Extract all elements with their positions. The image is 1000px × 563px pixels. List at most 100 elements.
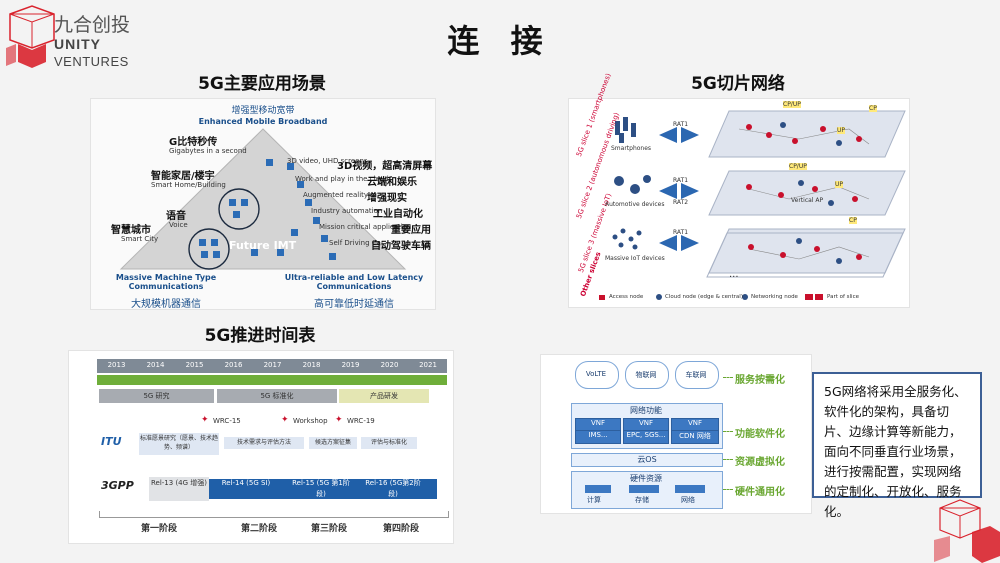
right-item-5: 重要应用 — [391, 225, 431, 236]
right-item-5-en: Mission critical application — [319, 223, 412, 231]
itu-step-4: 评估与标准化 — [361, 437, 417, 449]
left-item-2: 智能家居/楼宇 — [151, 171, 215, 182]
hw-network-icon — [675, 485, 705, 493]
right-item-2: 云端和娱乐 — [367, 177, 417, 188]
green-band — [97, 375, 447, 385]
rat2-b: RAT2 — [673, 199, 689, 206]
service-cloud-iot — [625, 361, 669, 389]
itu-step-3: 候选方案征集 — [309, 437, 357, 449]
right-item-1: 3D视频，超高清屏幕 — [337, 161, 433, 172]
year-2014: 2014 — [146, 361, 165, 369]
year-2016: 2016 — [224, 361, 243, 369]
slice-2-device: Automotive devices — [605, 201, 665, 208]
hw-compute: 计算 — [587, 496, 601, 504]
dashed-link — [723, 377, 733, 378]
apps-title: 5G主要应用场景 — [198, 74, 326, 94]
gpp-logo: 3GPP — [101, 479, 134, 492]
hw-title: 硬件资源 — [630, 474, 662, 483]
node-3: UP — [837, 127, 846, 134]
timeline-title: 5G推进时间表 — [204, 326, 316, 346]
itu-step-1: 标准愿景研究（愿景、技术趋势、频谱） — [139, 433, 219, 455]
label-service: 服务按需化 — [735, 375, 785, 386]
logo-cn: 九合创投 — [54, 15, 131, 36]
stage-2: 第二阶段 — [240, 524, 277, 534]
slicing-title: 5G切片网络 — [691, 74, 785, 94]
urllc-en: Ultra-reliable and Low Latency Communica… — [284, 273, 424, 291]
node-1: CP/UP — [783, 101, 801, 108]
node-7: Vertical AP — [791, 197, 824, 204]
slice-3-device: Massive IoT devices — [605, 255, 665, 262]
node-6: CP — [849, 217, 857, 224]
emb-cn: 增强型移动宽带 — [231, 106, 295, 116]
year-header — [97, 359, 447, 373]
right-item-4-en: Industry automation — [311, 207, 383, 215]
right-item-3-en: Augmented reality — [303, 191, 369, 199]
left-item-1-en: Gigabytes in a second — [169, 147, 247, 155]
urllc-cn: 高可靠低时延通信 — [314, 299, 394, 310]
node-5: UP — [835, 181, 844, 188]
legend-2: Cloud node (edge & central) — [665, 294, 743, 300]
cloud-os: 云OS — [571, 453, 723, 467]
arch-panel: VoLTE 物联网 车联网 网络功能 VNF IMS... VNF EPC, S… — [540, 354, 812, 514]
stage-4: 第四阶段 — [382, 524, 419, 534]
slicing-panel: 5G slice 1 (smartphones) 5G slice 2 (aut… — [568, 72, 910, 308]
event-wrc19: WRC-19 — [347, 417, 375, 425]
year-2019: 2019 — [341, 361, 360, 369]
timeline-panel: 2013 2014 2015 2016 2017 2018 2019 2020 … — [68, 350, 454, 544]
event-workshop: Workshop — [293, 417, 328, 425]
stage-1: 第一阶段 — [140, 524, 177, 534]
release-14: Rel-14 (5G SI) — [221, 479, 271, 487]
hw-network: 网络 — [681, 496, 695, 504]
rat1-b: RAT1 — [673, 177, 689, 184]
stage-3: 第三阶段 — [310, 524, 347, 534]
phase-standard: 5G 标准化 — [217, 389, 337, 403]
right-item-2-en: Work and play in the cloud — [295, 175, 389, 183]
right-item-4: 工业自动化 — [373, 209, 423, 220]
year-2021: 2021 — [419, 361, 437, 369]
description-box: 5G网络将采用全服务化、软件化的架构，具备切片、边缘计算等新能力，面向不同垂直行… — [812, 372, 982, 519]
label-hardware: 硬件通用化 — [735, 487, 785, 498]
hw-compute-icon — [585, 485, 611, 493]
rat1-a: RAT1 — [673, 121, 689, 128]
year-2020: 2020 — [380, 361, 399, 369]
year-2013: 2013 — [107, 361, 126, 369]
dashed-link — [723, 431, 733, 432]
hw-storage-icon — [629, 485, 659, 493]
service-volte: VoLTE — [585, 370, 607, 378]
dashed-link — [723, 489, 733, 490]
right-item-6: 自动驾驶车辆 — [371, 241, 431, 252]
node-4: CP/UP — [789, 163, 807, 170]
year-2015: 2015 — [185, 361, 204, 369]
vnf-1-sub: IMS... — [575, 430, 621, 444]
left-item-4-en: Smart City — [121, 235, 159, 243]
release-band — [179, 479, 437, 499]
left-item-1: G比特秒传 — [169, 137, 218, 148]
service-v2x: 车联网 — [685, 371, 707, 379]
service-cloud-volte — [575, 361, 619, 389]
right-item-3: 增强现实 — [367, 193, 407, 204]
left-item-3: 语音 — [166, 211, 186, 222]
logo: 九合创投 UNITY VENTURES — [4, 4, 154, 76]
logo-cube-icon — [6, 5, 55, 68]
imt-triangle — [119, 128, 407, 270]
vnf-3-sub: CDN 网络 — [671, 430, 719, 444]
stage-bracket — [99, 511, 449, 518]
decorative-cubes-icon — [934, 499, 1000, 563]
func-title: 网络功能 — [630, 406, 662, 415]
event-star-icon: ✦ — [281, 415, 289, 425]
mmtc-en: Massive Machine Type Communications — [115, 273, 217, 291]
right-item-6-en: Self Driving Car — [329, 239, 384, 247]
rat1-c: RAT1 — [673, 229, 689, 236]
future-imt: Future IMT — [229, 239, 297, 252]
dashed-link — [723, 459, 733, 460]
right-item-1-en: 3D video, UHD screens — [287, 157, 368, 165]
service-cloud-v2x — [675, 361, 719, 389]
event-star-icon: ✦ — [335, 415, 343, 425]
slice-planes — [599, 110, 906, 300]
itu-step-2: 技术需求与评估方法 — [224, 437, 304, 449]
service-iot: 物联网 — [635, 371, 657, 379]
phase-product: 产品研发 — [339, 389, 429, 403]
label-resource: 资源虚拟化 — [735, 457, 785, 468]
hw-storage: 存储 — [635, 496, 649, 504]
node-2: CP — [869, 105, 877, 112]
